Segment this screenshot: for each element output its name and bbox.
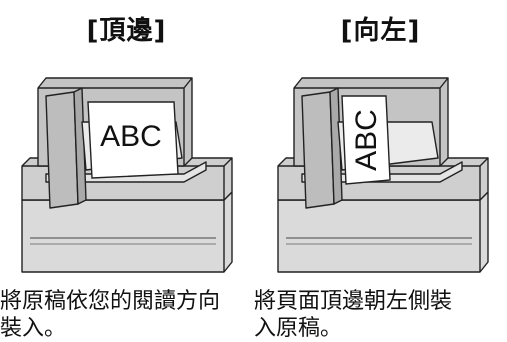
document-sheet: ABC bbox=[341, 95, 391, 185]
panel-left-edge: [向左] ABC 將頁面頂邊朝左側裝 入原稿。 bbox=[254, 0, 507, 342]
caption-line: 裝入。 bbox=[0, 316, 67, 341]
document-sheet: ABC bbox=[87, 101, 179, 179]
caption-line: 將原稿依您的閱讀方向 bbox=[0, 289, 221, 314]
panel-caption: 將原稿依您的閱讀方向 裝入。 bbox=[0, 288, 245, 342]
scanner-illustration: ABC bbox=[277, 77, 489, 273]
panel-heading: [向左] bbox=[340, 16, 421, 46]
caption-line: 入原稿。 bbox=[254, 316, 343, 341]
document-label: ABC bbox=[100, 120, 162, 153]
caption-line: 將頁面頂邊朝左側裝 bbox=[254, 289, 453, 314]
document-label: ABC bbox=[350, 109, 383, 171]
panel-caption: 將頁面頂邊朝左側裝 入原稿。 bbox=[254, 288, 499, 342]
panel-top-edge: [頂邊] ABC bbox=[0, 0, 253, 342]
panel-heading: [頂邊] bbox=[86, 16, 167, 46]
scanner-illustration: ABC bbox=[21, 77, 233, 273]
